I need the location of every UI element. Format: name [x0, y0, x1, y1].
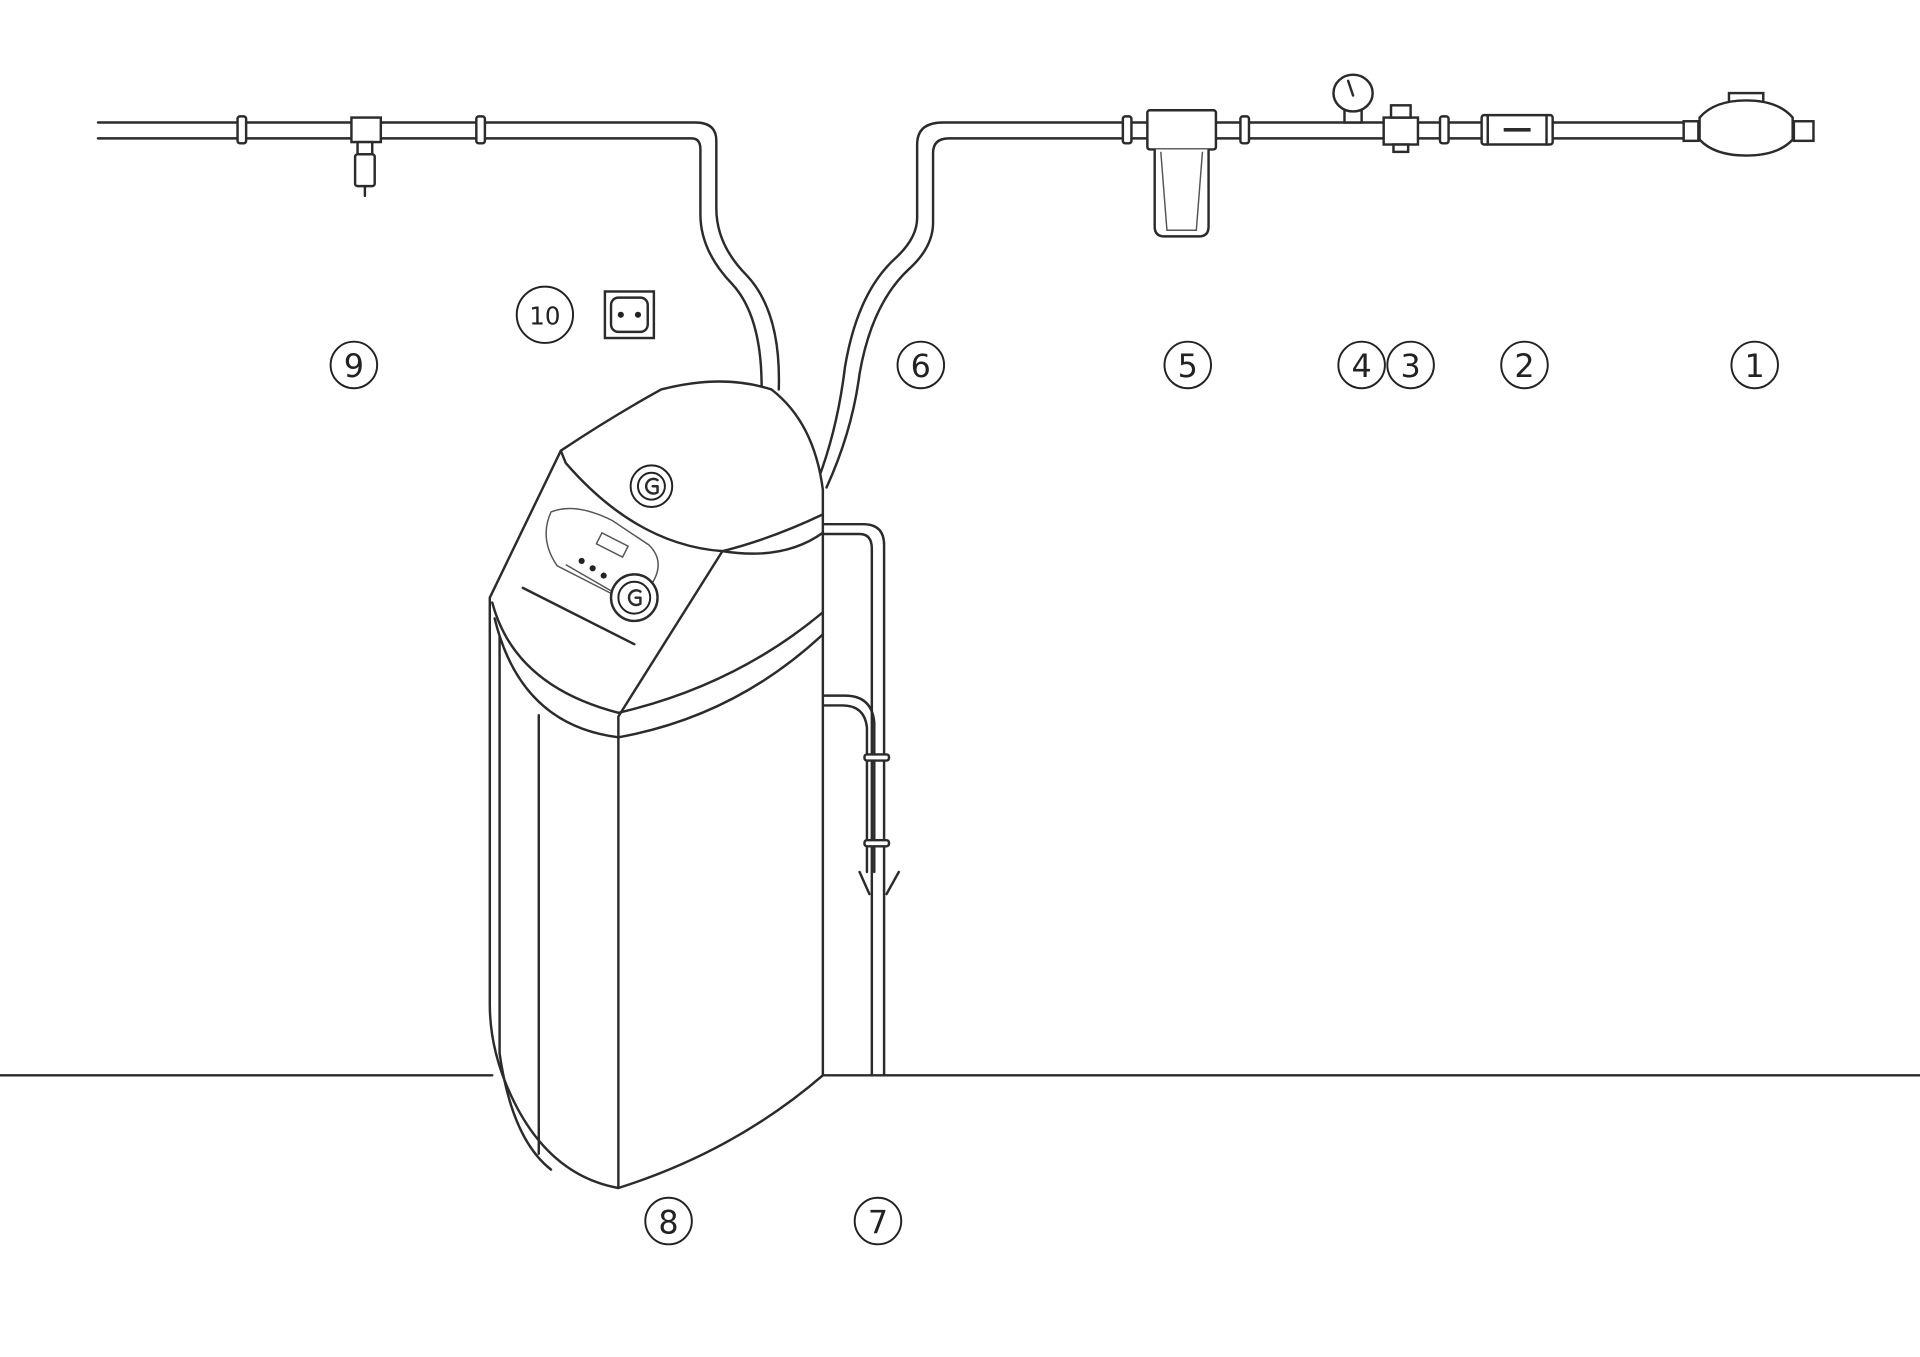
label-4: 4: [1337, 340, 1386, 390]
label-6: 6: [896, 340, 946, 390]
pressure-reducer-valve: [1382, 104, 1420, 154]
drain-hoses: [821, 522, 900, 1077]
tee-tap-valve: [350, 116, 383, 198]
svg-text:3: 3: [1400, 347, 1420, 385]
label-5: 5: [1163, 340, 1212, 390]
pre-filter: [1146, 109, 1218, 238]
pressure-gauge: [1332, 73, 1374, 124]
pipe-clamp: [475, 115, 487, 145]
label-3: 3: [1386, 340, 1435, 390]
svg-text:1: 1: [1745, 347, 1765, 385]
pipe-clamp: [236, 115, 248, 145]
svg-text:4: 4: [1352, 347, 1372, 385]
pipe-clamp: [1438, 115, 1450, 145]
pipe-clamp: [1239, 115, 1251, 145]
inlet-pipe: [816, 73, 1815, 489]
pipe-clamp: [1121, 115, 1133, 145]
label-10: 10: [515, 285, 575, 344]
label-9: 9: [329, 340, 379, 390]
svg-text:5: 5: [1178, 347, 1198, 385]
label-1: 1: [1730, 340, 1779, 390]
svg-text:6: 6: [911, 347, 931, 385]
power-socket: [603, 290, 656, 340]
svg-text:2: 2: [1514, 347, 1534, 385]
svg-text:7: 7: [868, 1203, 888, 1241]
control-panel: [521, 507, 659, 646]
label-7: 7: [853, 1196, 903, 1246]
label-2: 2: [1500, 340, 1549, 390]
svg-text:9: 9: [344, 347, 364, 385]
svg-text:10: 10: [529, 301, 560, 330]
water-softener-unit: [488, 380, 825, 1190]
svg-text:8: 8: [658, 1203, 678, 1241]
label-8: 8: [644, 1196, 693, 1246]
outlet-pipe: [96, 115, 781, 391]
main-water-meter-1: [1682, 91, 1815, 157]
water-meter-2: [1480, 113, 1554, 146]
lid-knob: [629, 464, 674, 509]
